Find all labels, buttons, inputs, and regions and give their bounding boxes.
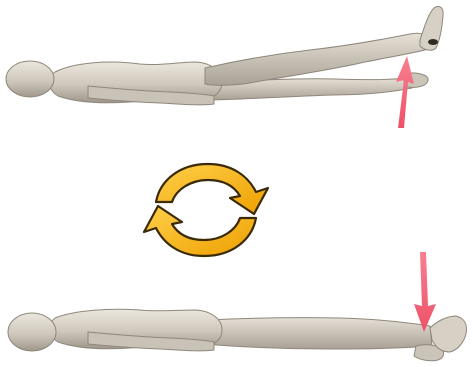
figure-leg-raised: [6, 6, 443, 128]
cycle-icon: [144, 164, 268, 256]
figure-leg-lowered: [8, 252, 467, 361]
figure-bottom-head: [8, 313, 56, 351]
arrow-down-icon: [414, 252, 436, 332]
figure-bottom-legs: [205, 318, 432, 349]
arrow-up-icon: [396, 56, 414, 128]
figure-top-head: [6, 61, 54, 97]
